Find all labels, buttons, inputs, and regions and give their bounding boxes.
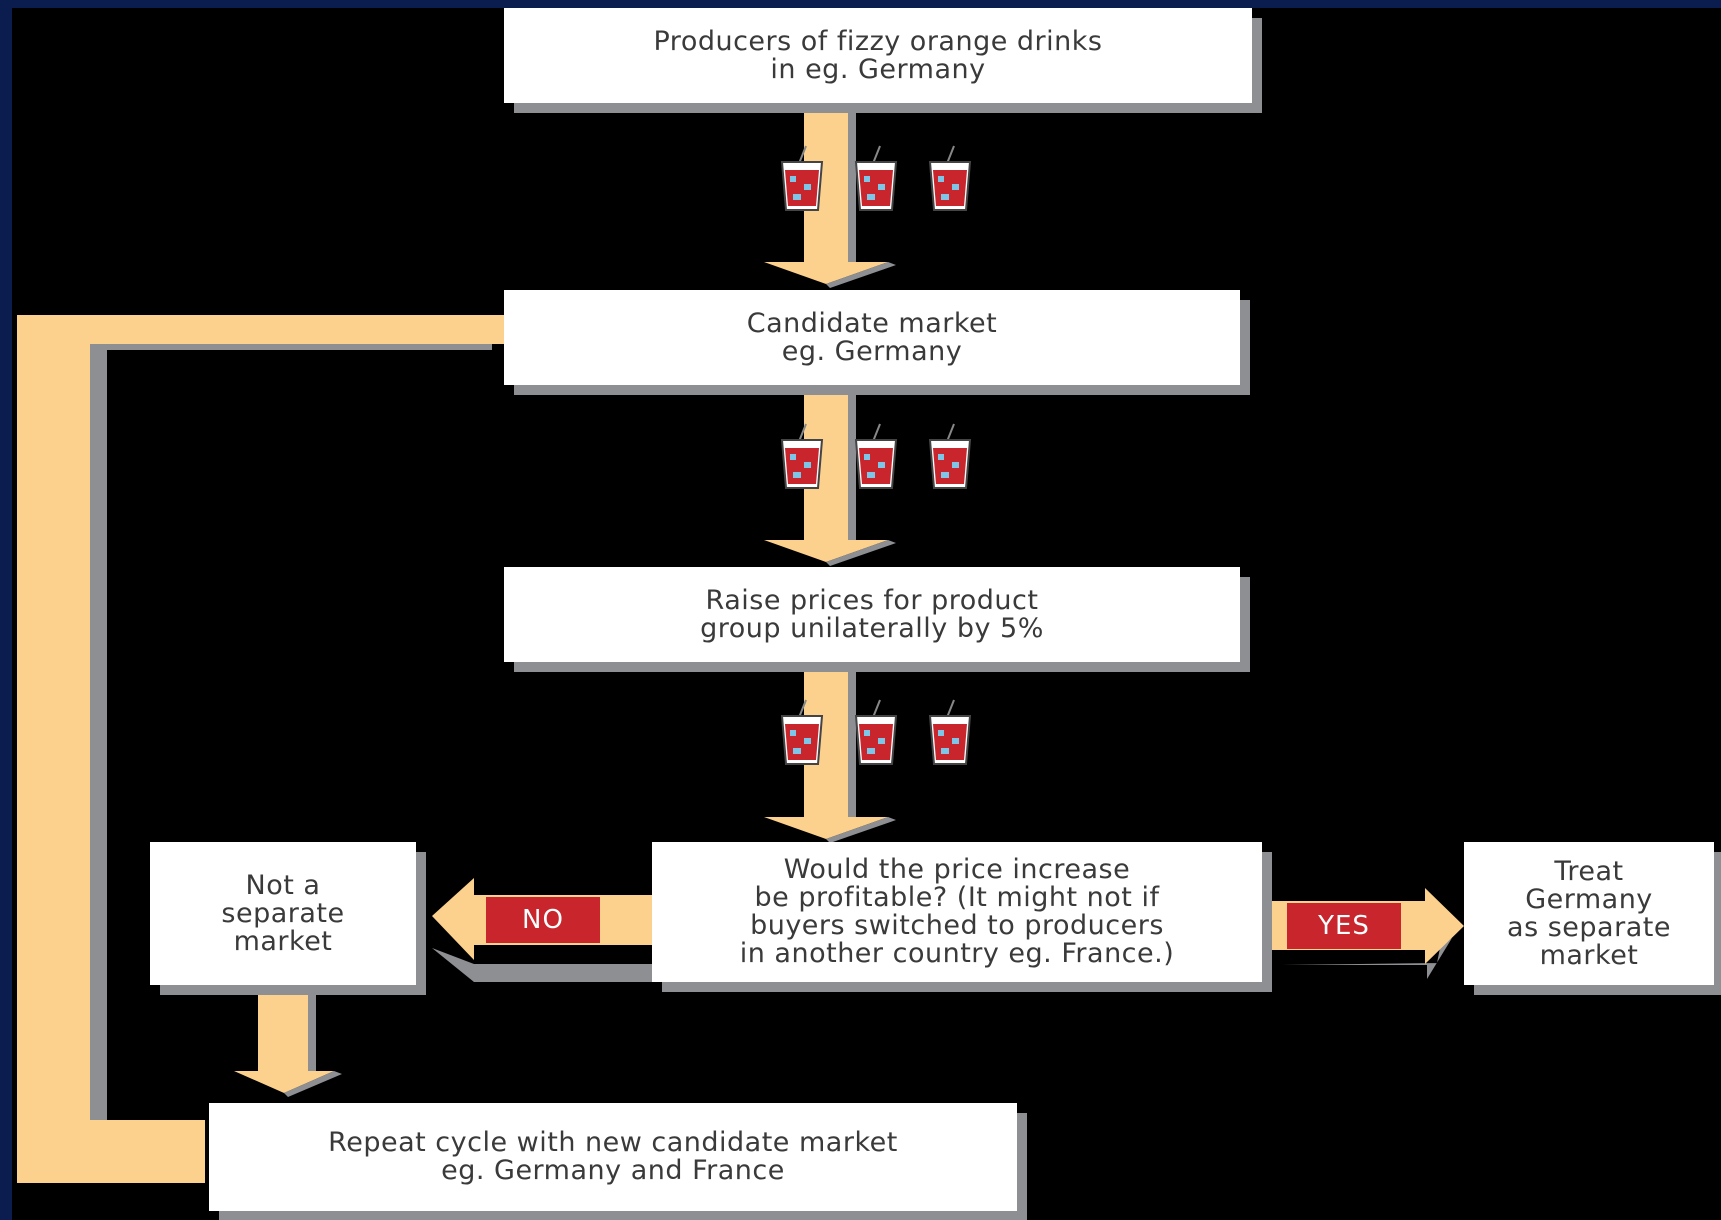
arrow-head-shadow-4 [284,1071,342,1097]
drink-cup-icon [780,423,824,489]
no-arrow-shadow [432,948,652,982]
not-separate-box: Not a separate market [150,842,416,985]
not-separate-text: Not a separate market [221,869,345,957]
no-label: NO [486,897,600,943]
drink-icons-row-2 [778,422,974,490]
question-text: Would the price increase be profitable? … [739,854,1175,969]
treat-separate-box: Treat Germany as separate market [1464,842,1714,985]
repeat-cycle-box: Repeat cycle with new candidate market e… [209,1103,1017,1211]
arrow-head-1 [764,262,888,284]
treat-separate-text: Treat Germany as separate market [1507,855,1671,971]
raise-prices-box: Raise prices for product group unilatera… [504,567,1240,662]
drink-cup-icon [780,145,824,211]
candidate-market-box: Candidate market eg. Germany [504,290,1240,385]
drink-cup-icon [780,699,824,765]
arrow-shaft-shadow-3 [848,665,856,817]
question-box: Would the price increase be profitable? … [652,842,1262,982]
raise-prices-text: Raise prices for product group unilatera… [700,584,1044,644]
drink-cup-icon [854,699,898,765]
repeat-cycle-text: Repeat cycle with new candidate market e… [328,1127,898,1186]
drink-cup-icon [928,423,972,489]
yes-label: YES [1287,903,1401,949]
arrow-shaft-shadow-4 [308,993,316,1071]
arrow-head-2 [764,540,888,562]
arrow-shaft-shadow-1 [848,106,856,262]
arrow-head-4 [234,1071,334,1093]
drink-cup-icon [854,145,898,211]
arrow-head-shadow-3 [826,817,896,843]
arrow-head-shadow-2 [826,540,896,566]
arrow-shaft-shadow-2 [848,388,856,540]
candidate-market-text: Candidate market eg. Germany [746,307,998,367]
drink-icons-row-1 [778,144,974,212]
drink-cup-icon [928,699,972,765]
arrow-shaft-4 [258,993,308,1071]
drink-cup-icon [928,145,972,211]
drink-cup-icon [854,423,898,489]
loop-back-connector [17,315,505,1183]
producers-box: Producers of fizzy orange drinks in eg. … [504,8,1252,103]
producers-text: Producers of fizzy orange drinks in eg. … [653,25,1103,85]
drink-icons-row-3 [778,698,974,766]
arrow-head-shadow-1 [826,262,896,288]
flowchart-canvas: Producers of fizzy orange drinks in eg. … [12,8,1721,1220]
arrow-head-3 [764,817,888,839]
